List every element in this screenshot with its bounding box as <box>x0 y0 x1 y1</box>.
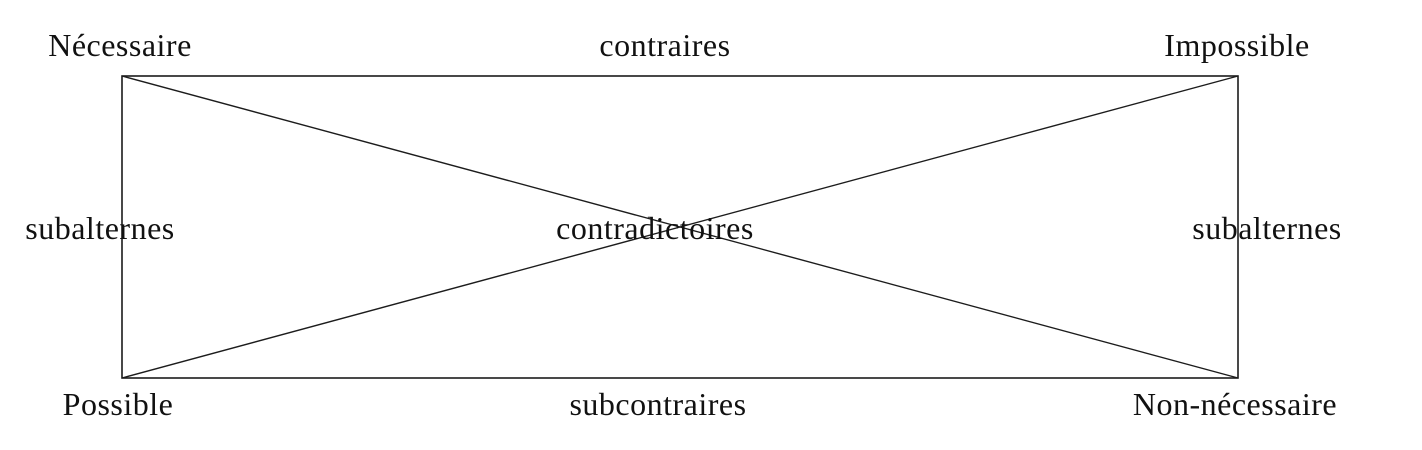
relation-label-subcontraires: subcontraires <box>569 386 747 422</box>
diagonal-line-ascending <box>121 75 1239 379</box>
relation-label-contraires: contraires <box>599 27 731 63</box>
corner-label-necessaire: Nécessaire <box>48 27 192 63</box>
corner-label-non-necessaire: Non-nécessaire <box>1132 386 1338 422</box>
relation-label-subalternes-right: subalternes <box>1192 210 1342 246</box>
relation-label-subalternes-left: subalternes <box>25 210 175 246</box>
diagram-rectangle <box>121 75 1239 379</box>
corner-label-impossible: Impossible <box>1164 27 1310 63</box>
corner-label-possible: Possible <box>62 386 174 422</box>
relation-label-contradictoires: contradictoires <box>556 210 754 246</box>
